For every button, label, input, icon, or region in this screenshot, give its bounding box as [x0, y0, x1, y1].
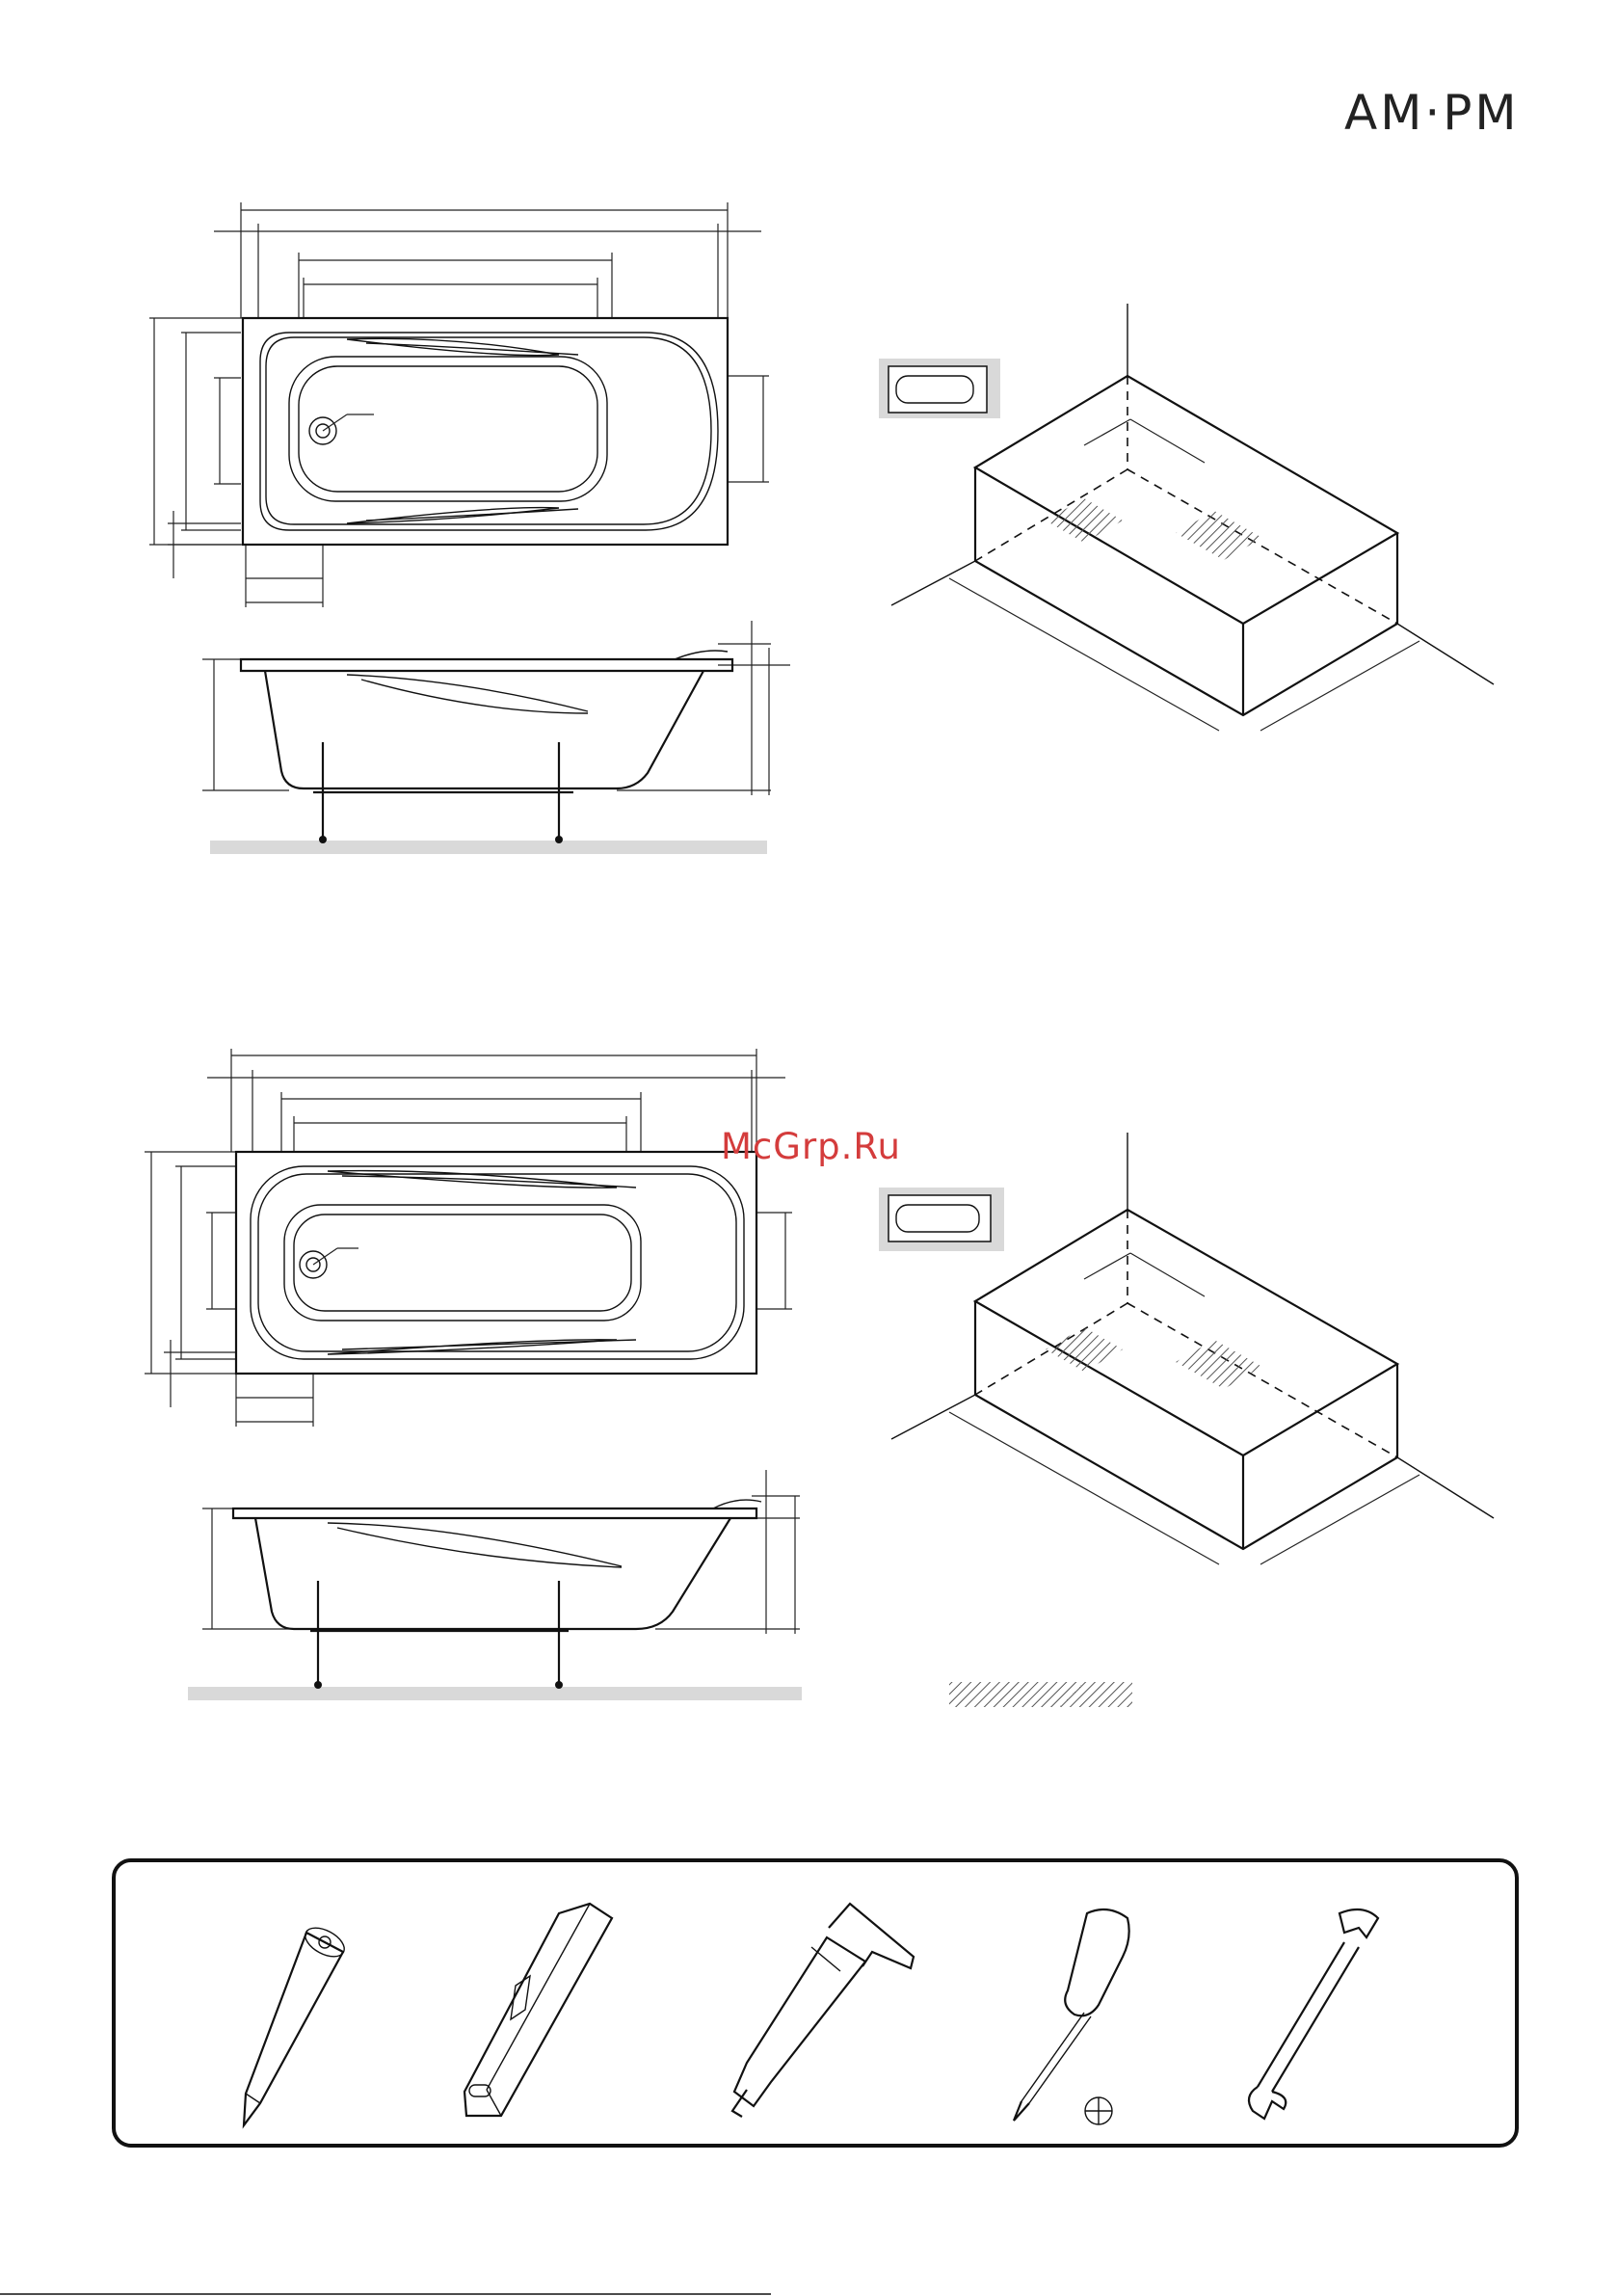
watermark: McGrp.Ru: [721, 1126, 901, 1167]
screwdriver-icon: [1014, 1909, 1129, 2124]
wrench-icon: [1249, 1909, 1378, 2119]
bathtub-1-top-view: [149, 202, 769, 607]
installation-2-isometric: [879, 1133, 1494, 1564]
bathtub-2-top-view: [145, 1049, 792, 1427]
bathtub-1-side-view: [202, 621, 790, 854]
tools-panel: [114, 1860, 1517, 2146]
pencil-icon: [244, 1922, 349, 2125]
sealant-gun-icon: [732, 1904, 914, 2117]
hatch-legend: [949, 1682, 1132, 1707]
installation-1-isometric: [879, 304, 1494, 731]
bathtub-2-side-view: [188, 1470, 802, 1700]
spirit-level-icon: [464, 1904, 612, 2116]
